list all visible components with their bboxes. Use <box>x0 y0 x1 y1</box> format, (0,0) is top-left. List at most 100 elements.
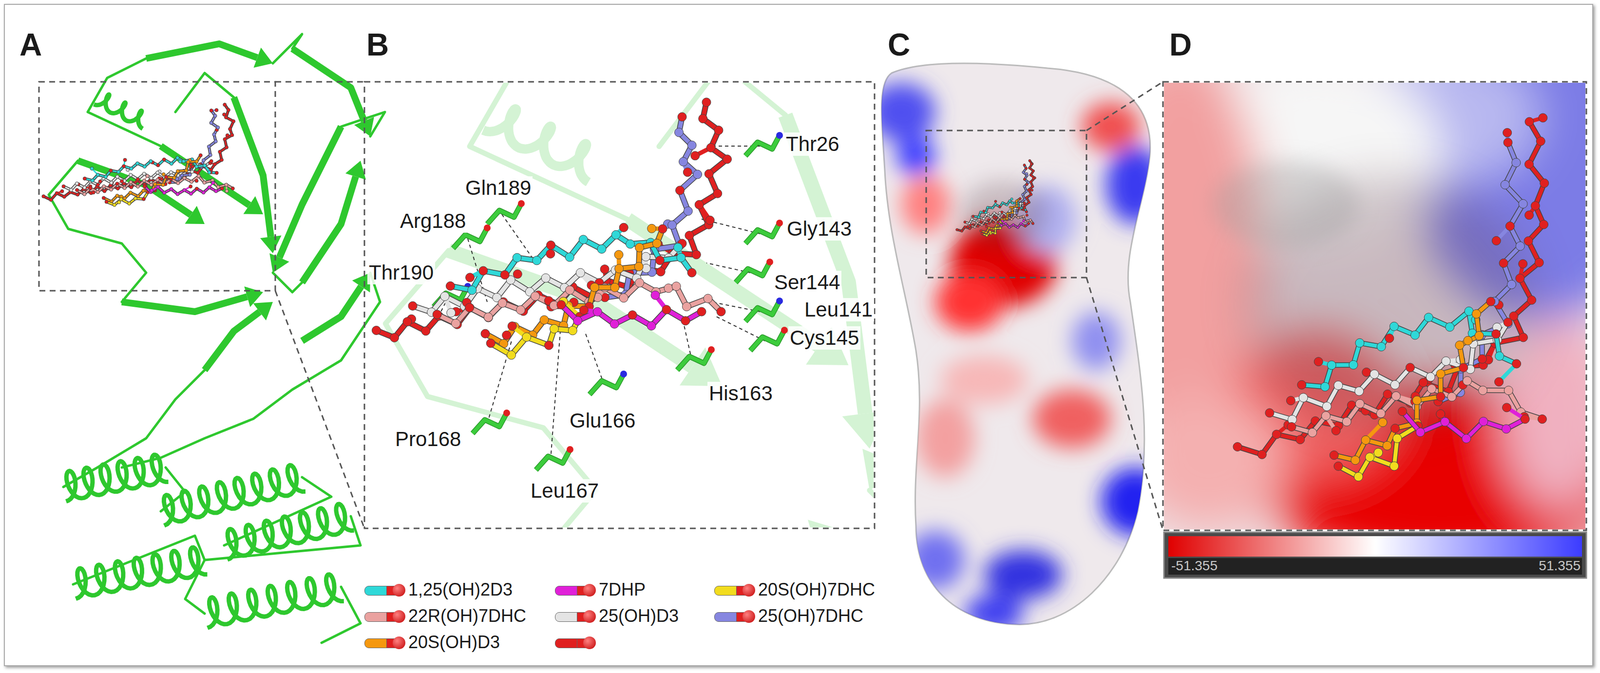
ligand-atom <box>207 185 211 190</box>
ligand-atom <box>983 220 987 223</box>
ligand-atom <box>1520 415 1530 424</box>
ligand-atom <box>609 319 619 329</box>
alpha-helix <box>66 455 169 502</box>
ligand-atom <box>664 284 673 293</box>
ligand-atom <box>1015 204 1019 208</box>
ligand-atom <box>1455 341 1465 350</box>
ligand-atom <box>546 249 555 259</box>
ligand-atom <box>513 269 522 279</box>
coil-loop <box>175 73 234 113</box>
ligands-zoom <box>1233 113 1549 482</box>
ligand-atom <box>231 119 236 124</box>
interaction-line <box>501 214 536 264</box>
ligand-atom <box>703 294 713 304</box>
protein-backdrop <box>385 82 874 528</box>
ligand-atom <box>998 216 1001 219</box>
residue-atom <box>776 297 783 305</box>
ligand-atom <box>1462 434 1471 444</box>
ligand-atom <box>1518 259 1528 269</box>
ligand-atom <box>546 240 556 250</box>
ligand-atom <box>1025 214 1029 217</box>
residue-label: Thr26 <box>784 132 841 156</box>
residue-stick <box>487 203 522 225</box>
ligand-atom <box>1391 391 1401 401</box>
zoom-leader <box>1086 277 1163 531</box>
coil-loop <box>321 587 361 644</box>
ligand-stick <box>970 215 1033 228</box>
ligand-atom <box>214 189 218 193</box>
ligand-atom <box>1010 218 1013 221</box>
ligand-atom <box>194 165 199 169</box>
ligand-atom <box>1392 434 1402 443</box>
scale-value: 51.355 <box>1538 558 1581 574</box>
ligand-atom <box>223 103 227 107</box>
ligand-atom <box>960 229 964 233</box>
ligand-atom <box>1024 225 1027 228</box>
ligand-atom <box>176 181 180 185</box>
pocket-shade <box>959 180 1048 249</box>
ligand-stick <box>972 201 1027 218</box>
ligand-outline <box>972 201 1027 218</box>
ligand-atom <box>1308 428 1317 438</box>
ligand-stick <box>43 104 234 200</box>
charge-patch <box>1101 467 1170 536</box>
ligand-atom <box>677 112 687 122</box>
beta-strand <box>121 296 248 312</box>
ligand-atom <box>1418 378 1428 388</box>
ligand-atom <box>225 133 229 137</box>
ligand-atom <box>578 235 588 245</box>
ligand-atom <box>69 188 73 192</box>
ligand-atom <box>985 231 988 234</box>
ligand-atom <box>1515 274 1525 284</box>
ligand-atom <box>162 157 166 162</box>
ligand-atom <box>1447 392 1457 402</box>
charge-patch <box>1105 146 1165 225</box>
ligand-atom <box>213 114 217 118</box>
residue-stick <box>745 223 780 244</box>
coil-loop <box>272 34 303 64</box>
ligand-atom <box>95 172 100 177</box>
ligand-stick <box>956 160 1035 231</box>
ligand-atom <box>1518 199 1528 209</box>
ligand-atom <box>1436 369 1446 379</box>
ligand-atom <box>694 200 704 210</box>
ligand-atom <box>681 316 690 326</box>
ligand-atom <box>1031 185 1034 189</box>
ligand-atom <box>1503 128 1512 137</box>
residue-stick <box>472 413 507 434</box>
ligand-atom <box>122 164 126 169</box>
ligand-atom <box>1499 258 1508 268</box>
ligand-atom <box>478 266 488 276</box>
strand-arrowhead <box>862 448 874 491</box>
ligand-atom <box>998 205 1002 209</box>
ligand-atom <box>156 163 160 168</box>
strand-arrowhead <box>807 519 849 528</box>
ligand-atom <box>189 180 193 184</box>
ligand-atom <box>214 171 219 175</box>
coil-loop <box>121 272 381 468</box>
residue-label: Arg188 <box>398 209 468 233</box>
ligand-atom <box>619 293 629 303</box>
ligand-atom <box>544 341 554 350</box>
ligand-atom <box>575 268 585 278</box>
ligand-outline <box>970 215 1033 228</box>
ligand-atom <box>1025 190 1028 193</box>
ligand-atom <box>1355 399 1365 409</box>
ligand-atom <box>1477 354 1487 364</box>
ligand-atom <box>1019 222 1023 226</box>
ligand-atom <box>1491 236 1501 246</box>
ligand-atom <box>1023 202 1026 205</box>
ligand-atom <box>979 229 983 233</box>
ligand-atom <box>635 278 645 288</box>
ligand-atom <box>1022 171 1025 174</box>
ligand-outline <box>169 110 218 183</box>
ligand-atom <box>182 176 187 180</box>
ligand-atom <box>223 137 227 142</box>
dashed-box <box>1162 81 1587 531</box>
ligand-atom <box>986 206 990 210</box>
ligand-atom <box>371 325 381 335</box>
ligand-atom <box>142 171 146 176</box>
ligand-atom <box>1016 226 1019 229</box>
ligand-atom <box>1019 202 1022 206</box>
ligand-atom <box>1015 199 1018 203</box>
